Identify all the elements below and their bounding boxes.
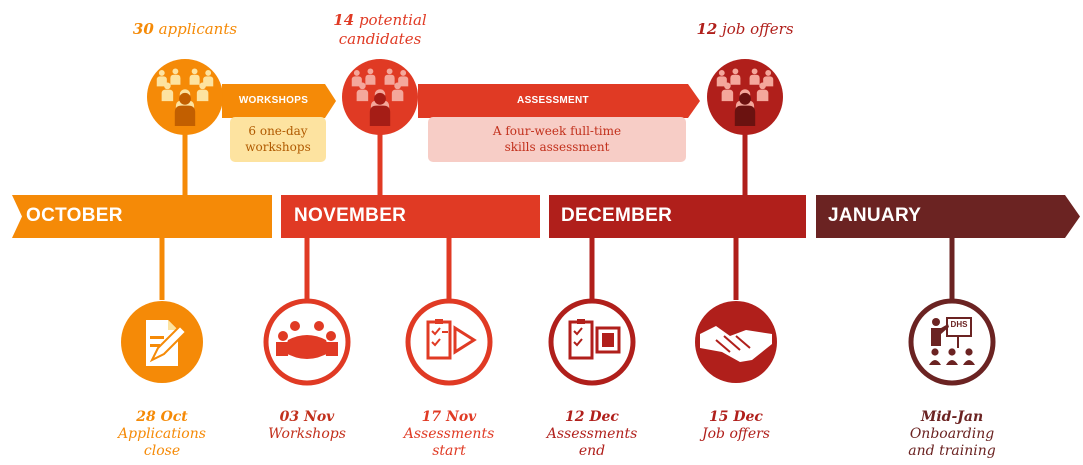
assessment-desc-line2: skills assessment [504, 140, 610, 154]
checklist-play-icon [405, 298, 493, 386]
month-december: DECEMBER [561, 205, 673, 226]
milestone-line2: close [143, 443, 181, 459]
milestone-line1: Applications [118, 426, 206, 442]
milestone-line1: Assessments [546, 426, 638, 442]
applicants-text: applicants [158, 20, 238, 38]
month-january: JANUARY [828, 205, 922, 226]
milestone-date: Mid-Jan [920, 409, 984, 425]
month-october: OCTOBER [26, 205, 123, 226]
milestone-line1: Assessments [403, 426, 495, 442]
assessment-desc-line1: A four-week full-time [492, 124, 622, 138]
job-offers-group-icon [707, 59, 783, 135]
phase-assessment-label: ASSESSMENT [517, 95, 589, 106]
workshops-desc-line1: 6 one-day [248, 124, 308, 138]
milestone-line1: Onboarding [909, 426, 995, 442]
month-november: NOVEMBER [294, 205, 407, 226]
milestone-date: 17 Nov [421, 409, 477, 425]
candidates-count: 14 [333, 11, 355, 29]
milestone-line2: end [578, 443, 606, 459]
presentation-icon [908, 298, 996, 386]
workshops-desc-line2: workshops [245, 140, 311, 154]
milestone-assessments-end: 12 Dec Assessments end [527, 409, 657, 460]
milestone-workshops: 03 Nov Workshops [242, 409, 372, 443]
milestone-job-offers: 15 Dec Job offers [671, 409, 801, 443]
milestone-line2: and training [908, 443, 996, 459]
meeting-table-icon [263, 298, 351, 386]
milestone-line1: Job offers [702, 426, 770, 442]
stage-candidates-label: 14 potential candidates [310, 11, 450, 49]
candidates-text2: candidates [338, 30, 422, 48]
milestone-date: 15 Dec [709, 409, 763, 425]
month-bar-november [281, 195, 540, 238]
applicants-count: 30 [132, 20, 154, 38]
job-offers-text: job offers [722, 20, 794, 38]
milestone-assessments-start: 17 Nov Assessments start [384, 409, 514, 460]
stage-applicants-label: 30 applicants [115, 20, 255, 39]
applicants-group-icon [147, 59, 223, 135]
assessment-desc-box [428, 117, 686, 162]
board-text: DHS [950, 320, 968, 329]
workshops-arrow [222, 84, 336, 118]
document-pen-icon [121, 301, 203, 383]
month-bar-december [549, 195, 806, 238]
workshops-desc-box [230, 117, 326, 162]
phase-workshops-label: WORKSHOPS [238, 95, 309, 106]
assessment-arrow [418, 84, 700, 118]
milestone-line2: start [432, 443, 466, 459]
milestone-applications-close: 28 Oct Applications close [97, 409, 227, 460]
month-bar-january [816, 195, 1080, 238]
candidates-group-icon [342, 59, 418, 135]
stage-job-offers-label: 12 job offers [680, 20, 810, 39]
candidates-text: potential [358, 11, 427, 29]
milestone-date: 12 Dec [565, 409, 619, 425]
phase-assessment-desc: A four-week full-time skills assessment [428, 123, 686, 155]
month-bar-october [12, 195, 272, 238]
milestone-line1: Workshops [268, 426, 346, 442]
phase-workshops-desc: 6 one-day workshops [230, 123, 326, 155]
handshake-icon [695, 301, 777, 383]
milestone-date: 03 Nov [279, 409, 335, 425]
milestone-date: 28 Oct [136, 409, 188, 425]
milestone-onboarding: Mid-Jan Onboarding and training [887, 409, 1017, 460]
job-offers-count: 12 [696, 20, 718, 38]
checklist-stop-icon [548, 298, 636, 386]
